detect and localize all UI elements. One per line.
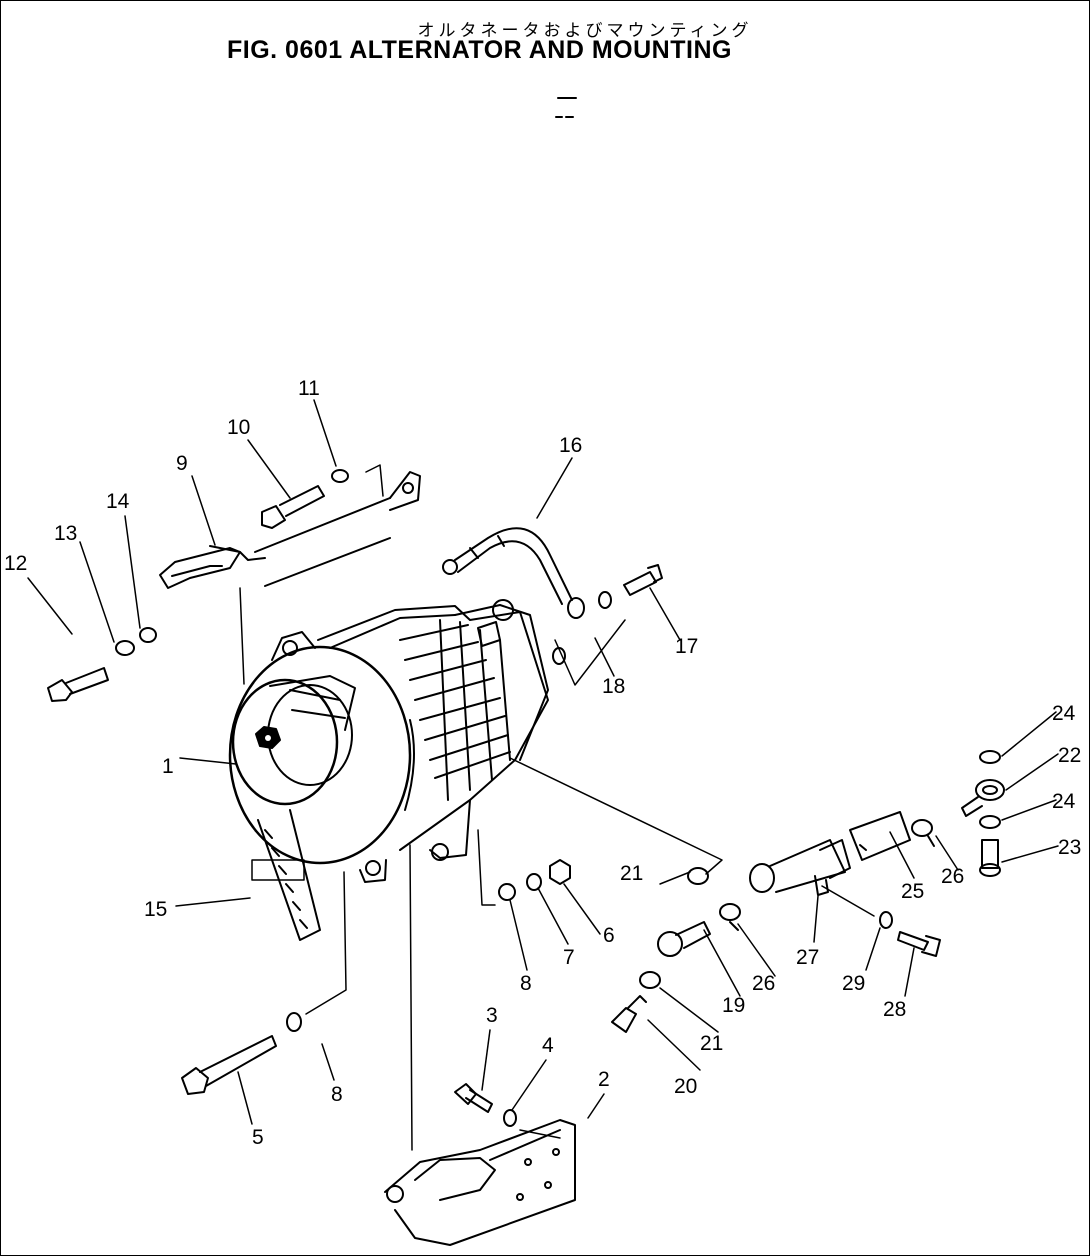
hose-clamp-26a <box>719 903 741 931</box>
washer-18b <box>598 591 612 609</box>
washer-14 <box>139 627 157 643</box>
figure-title: FIG. 0601 ALTERNATOR AND MOUNTING <box>227 36 732 64</box>
washer-29 <box>879 911 893 929</box>
mount-bracket <box>384 1119 576 1246</box>
wire-harness <box>442 527 585 619</box>
adjust-bracket <box>159 471 421 589</box>
title-marks <box>555 97 577 118</box>
callout-21b: 21 <box>700 1032 723 1055</box>
washer-13 <box>115 640 135 656</box>
callout-24a: 24 <box>1052 702 1076 725</box>
callout-24b: 24 <box>1052 790 1076 813</box>
eye-bolt-19 <box>657 921 711 957</box>
washer-7 <box>526 873 542 891</box>
callout-29: 29 <box>842 972 865 995</box>
callout-8a: 8 <box>520 972 532 995</box>
gasket-24a <box>979 750 1001 764</box>
leader-lines <box>27 399 1059 1125</box>
callout-11: 11 <box>298 377 320 400</box>
nut-6 <box>549 859 571 885</box>
gasket-21b <box>639 971 661 989</box>
gasket-24b <box>979 815 1001 829</box>
callout-28: 28 <box>883 998 906 1021</box>
bolt-5 <box>181 1035 277 1095</box>
callout-15: 15 <box>144 898 167 921</box>
hose-25 <box>849 811 911 861</box>
washer-4 <box>503 1109 517 1127</box>
callout-22: 22 <box>1058 744 1081 767</box>
bolt-3 <box>454 1083 493 1113</box>
connector-20 <box>611 995 647 1033</box>
callout-25: 25 <box>901 880 924 903</box>
bolt-12 <box>47 667 109 702</box>
callout-21a: 21 <box>620 862 643 885</box>
callout-6: 6 <box>603 924 615 947</box>
callout-26b: 26 <box>941 865 964 888</box>
figure-title-japanese: オルタネータおよびマウンティング <box>417 21 753 41</box>
gasket-21a <box>687 867 709 885</box>
callout-16: 16 <box>559 434 582 457</box>
tube-27 <box>749 839 851 896</box>
callout-5: 5 <box>252 1126 264 1149</box>
callout-labels: 1 2 3 4 5 6 7 8 8 9 10 11 12 13 14 15 16… <box>4 377 1081 1149</box>
callout-18: 18 <box>602 675 625 698</box>
hose-clamp-26b <box>911 819 935 847</box>
callout-27: 27 <box>796 946 819 969</box>
callout-3: 3 <box>486 1004 498 1027</box>
callout-20: 20 <box>674 1075 697 1098</box>
eye-joint-22 <box>961 779 1005 817</box>
callout-12: 12 <box>4 552 27 575</box>
callout-2: 2 <box>598 1068 610 1091</box>
bolt-28 <box>897 931 941 957</box>
callout-8b: 8 <box>331 1083 343 1106</box>
bolt-23 <box>979 839 1001 877</box>
callout-14: 14 <box>106 490 130 513</box>
washer-8a <box>498 883 516 901</box>
callout-17: 17 <box>675 635 698 658</box>
washer-8b <box>286 1012 302 1032</box>
screw-17 <box>623 564 663 596</box>
callout-7: 7 <box>563 946 575 969</box>
callout-4: 4 <box>542 1034 554 1057</box>
assembly-guide-lines <box>239 464 723 1151</box>
callout-10: 10 <box>227 416 250 439</box>
callout-19: 19 <box>722 994 745 1017</box>
callout-26a: 26 <box>752 972 775 995</box>
alternator <box>228 599 549 883</box>
callout-9: 9 <box>176 452 188 475</box>
washer-11 <box>331 469 349 483</box>
v-belt <box>257 809 321 941</box>
bolt-10 <box>261 485 325 529</box>
callout-13: 13 <box>54 522 77 545</box>
callout-1: 1 <box>162 755 174 778</box>
callout-23: 23 <box>1058 836 1081 859</box>
